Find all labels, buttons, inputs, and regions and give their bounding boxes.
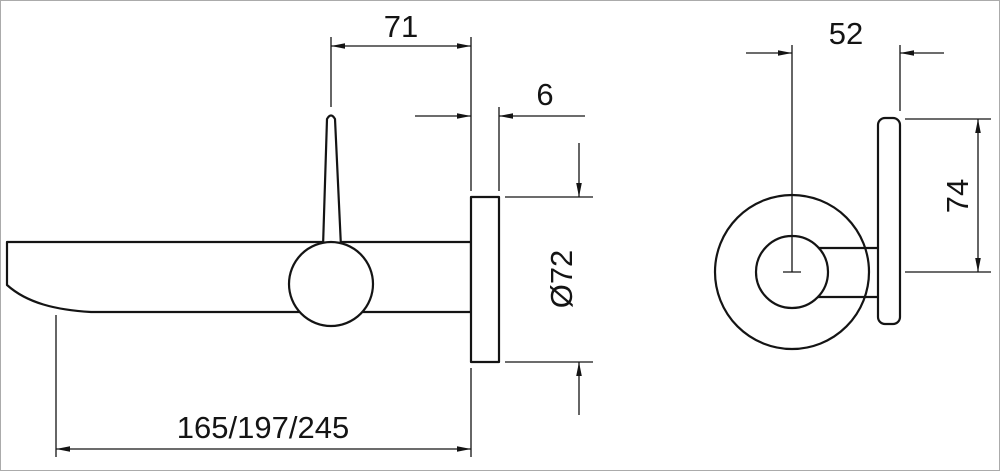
dimension-diameter-72: Ø72 — [505, 143, 593, 415]
side-view: 71 6 Ø72 165/197/245 — [5, 9, 593, 457]
dimension-projection: 165/197/245 — [55, 315, 472, 457]
dimension-label-6: 6 — [536, 77, 553, 112]
dimension-71: 71 — [330, 9, 472, 191]
dimension-label-52: 52 — [829, 16, 863, 51]
lever-handle-front — [876, 116, 902, 326]
dimension-6: 6 — [415, 77, 585, 191]
dimension-74: 74 — [905, 118, 991, 273]
dimension-label-74: 74 — [940, 179, 975, 213]
dimension-52: 52 — [746, 16, 944, 273]
ball-joint — [287, 240, 375, 328]
dimension-label-projection: 165/197/245 — [177, 410, 349, 445]
dimension-label-d72: Ø72 — [544, 250, 579, 309]
wall-plate-side — [469, 195, 501, 364]
front-view: 52 74 — [713, 16, 991, 351]
dimension-label-71: 71 — [384, 9, 418, 44]
spout-body — [5, 240, 473, 314]
lever-handle-side — [321, 114, 343, 249]
